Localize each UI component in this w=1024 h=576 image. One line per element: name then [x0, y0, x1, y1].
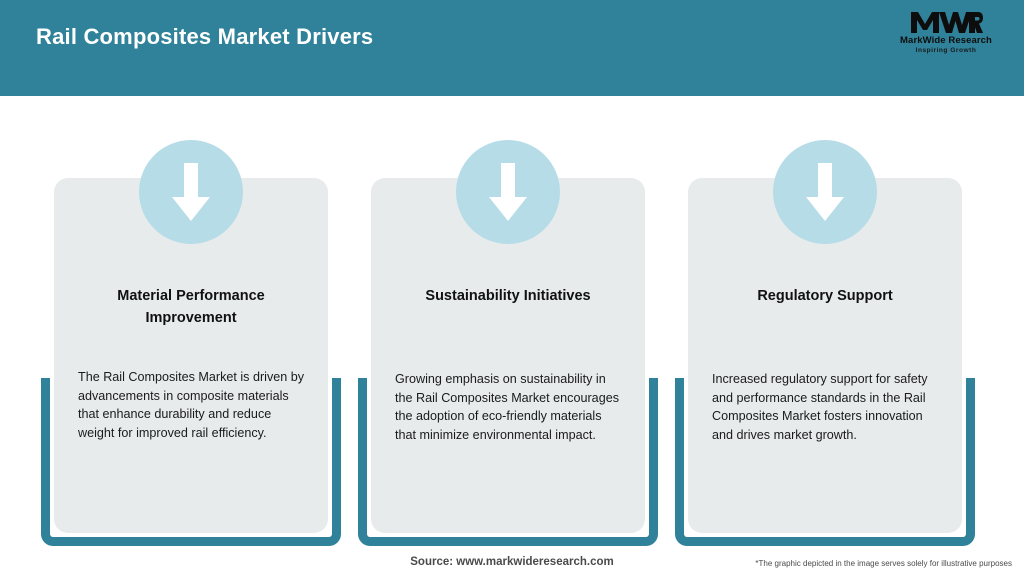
- mwr-monogram-icon: [911, 12, 983, 33]
- down-arrow-glyph: [806, 163, 844, 221]
- card-frame-accent: [41, 378, 341, 546]
- down-arrow-icon: [139, 140, 243, 244]
- page-title: Rail Composites Market Drivers: [36, 24, 374, 49]
- card-body-text: Increased regulatory support for safety …: [712, 372, 928, 442]
- card-title: Sustainability Initiatives: [425, 288, 591, 304]
- driver-card: Sustainability Initiatives Growing empha…: [358, 140, 658, 550]
- down-arrow-glyph: [172, 163, 210, 221]
- header-bar: Rail Composites Market Drivers MarkWide …: [0, 0, 1024, 96]
- driver-card: Material Performance Improvement The Rai…: [41, 140, 341, 550]
- footer-disclaimer: *The graphic depicted in the image serve…: [755, 559, 1012, 568]
- card-title: Regulatory Support: [757, 288, 893, 304]
- card-frame-accent: [675, 378, 975, 546]
- down-arrow-icon: [456, 140, 560, 244]
- down-arrow-glyph: [489, 163, 527, 221]
- card-body-text: Growing emphasis on sustainability in th…: [395, 372, 619, 442]
- card-frame-accent: [358, 378, 658, 546]
- driver-card: Regulatory Support Increased regulatory …: [675, 140, 975, 550]
- footer-source: Source: www.markwideresearch.com: [410, 556, 614, 568]
- card-body-text: The Rail Composites Market is driven by …: [78, 370, 305, 440]
- card-title: Material Performance Improvement: [117, 288, 265, 326]
- down-arrow-icon: [773, 140, 877, 244]
- brand-logo: MarkWide Research Inspiring Growth: [890, 9, 1002, 65]
- logo-tagline: Inspiring Growth: [915, 46, 977, 54]
- logo-company-name: MarkWide Research: [900, 35, 992, 46]
